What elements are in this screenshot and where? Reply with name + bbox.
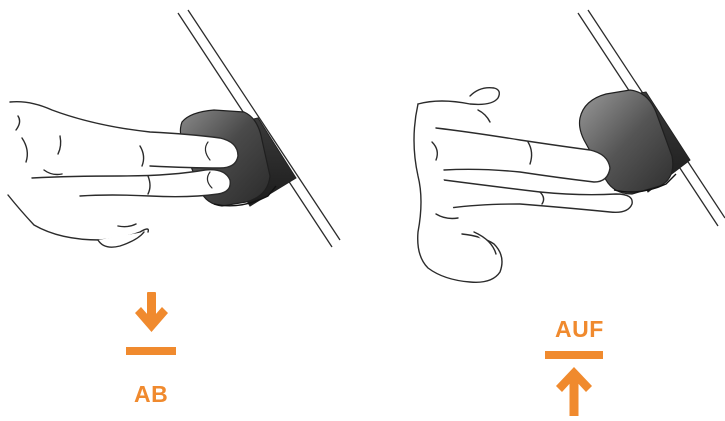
arrow-up-to-bar-icon [545,351,603,416]
raise-label: AUF [555,316,604,343]
arrow-down-to-bar-icon [126,292,176,355]
lower-label: AB [134,381,168,408]
right-panel [414,10,725,416]
left-panel [8,10,340,355]
